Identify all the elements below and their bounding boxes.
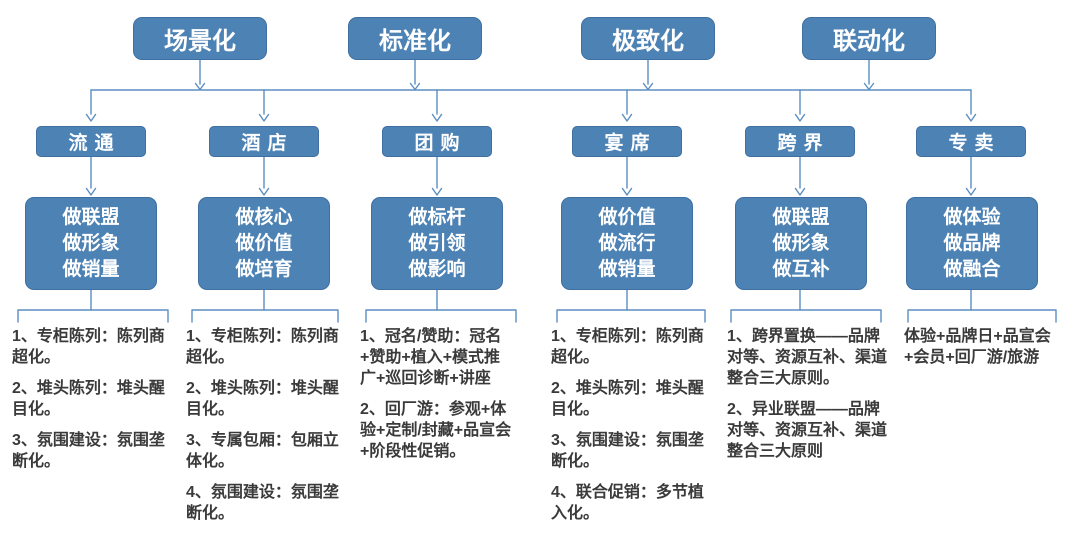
focus-line: 做体验 (943, 206, 1001, 228)
note-item: 3、氛围建设：氛围垄断化。 (12, 432, 165, 470)
note-item: 1、专柜陈列：陈列商超化。 (186, 328, 339, 366)
note-item: 2、回厂游：参观+体验+定制/封藏+品宣会+阶段性促销。 (360, 401, 512, 460)
note-item: 1、专柜陈列：陈列商超化。 (551, 328, 704, 366)
top-category-box: 标准化 (348, 17, 482, 60)
focus-line: 做引领 (408, 232, 466, 254)
notes-list: 1、专柜陈列：陈列商超化。 2、堆头陈列：堆头醒目化。 3、氛围建设：氛围垄断化… (551, 326, 705, 534)
note-item: 1、专柜陈列：陈列商超化。 (12, 328, 165, 366)
note-brackets (17, 309, 1057, 323)
top-category-box: 极致化 (581, 17, 715, 60)
focus-line: 做价值 (598, 206, 656, 228)
note-item: 2、堆头陈列：堆头醒目化。 (12, 380, 165, 418)
top-category-box: 场景化 (133, 17, 267, 60)
focus-line: 做联盟 (772, 206, 830, 228)
channel-box: 跨界 (745, 126, 855, 157)
notes-list: 体验+品牌日+品宣会+会员+回厂游/旅游 (904, 326, 1070, 378)
stub-lines (90, 289, 972, 311)
note-item: 体验+品牌日+品宣会+会员+回厂游/旅游 (904, 328, 1051, 366)
top-arrow-heads (194, 82, 875, 91)
top-category-box: 联动化 (802, 17, 936, 60)
note-item: 1、冠名/赞助：冠名+赞助+植入+模式推广+巡回诊断+讲座 (360, 328, 502, 387)
focus-line: 做核心 (235, 206, 293, 228)
focus-box: 做价值 做流行 做销量 (561, 197, 693, 290)
mid-arrow-heads (85, 187, 977, 196)
channel-box: 宴席 (572, 126, 682, 157)
channel-box: 流通 (36, 126, 146, 157)
note-item: 4、联合促销：多节植入化。 (551, 484, 704, 522)
channel-box: 专卖 (916, 126, 1026, 157)
channel-box: 团购 (382, 126, 492, 157)
focus-line: 做培育 (235, 258, 293, 280)
note-item: 4、氛围建设：氛围垄断化。 (186, 484, 339, 522)
notes-list: 1、跨界置换——品牌对等、资源互补、渠道整合三大原则。 2、异业联盟——品牌对等… (727, 326, 889, 472)
focus-line: 做影响 (408, 258, 466, 280)
note-item: 2、堆头陈列：堆头醒目化。 (551, 380, 704, 418)
mid-arrow-stems (90, 156, 972, 189)
drop-arrow-heads (85, 113, 977, 122)
focus-line: 做销量 (598, 258, 656, 280)
channel-box: 酒店 (209, 126, 319, 157)
focus-line: 做融合 (943, 258, 1001, 280)
focus-line: 做价值 (235, 232, 293, 254)
focus-line: 做联盟 (62, 206, 120, 228)
note-item: 2、异业联盟——品牌对等、资源互补、渠道整合三大原则 (727, 401, 888, 460)
focus-box: 做核心 做价值 做培育 (198, 197, 330, 290)
top-arrow-stems (199, 59, 870, 85)
notes-list: 1、专柜陈列：陈列商超化。 2、堆头陈列：堆头醒目化。 3、氛围建设：氛围垄断化… (12, 326, 166, 482)
drop-stems (90, 89, 972, 115)
focus-line: 做品牌 (943, 232, 1001, 254)
note-item: 2、堆头陈列：堆头醒目化。 (186, 380, 339, 418)
focus-box: 做联盟 做形象 做销量 (25, 197, 157, 290)
note-item: 1、跨界置换——品牌对等、资源互补、渠道整合三大原则。 (727, 328, 888, 387)
focus-line: 做标杆 (408, 206, 466, 228)
focus-box: 做标杆 做引领 做影响 (371, 197, 503, 290)
focus-line: 做形象 (772, 232, 830, 254)
focus-line: 做互补 (772, 258, 830, 280)
focus-box: 做体验 做品牌 做融合 (906, 197, 1038, 290)
note-item: 3、氛围建设：氛围垄断化。 (551, 432, 704, 470)
focus-line: 做流行 (598, 232, 656, 254)
focus-line: 做销量 (62, 258, 120, 280)
notes-list: 1、冠名/赞助：冠名+赞助+植入+模式推广+巡回诊断+讲座 2、回厂游：参观+体… (360, 326, 516, 472)
focus-line: 做形象 (62, 232, 120, 254)
notes-list: 1、专柜陈列：陈列商超化。 2、堆头陈列：堆头醒目化。 3、专属包厢：包厢立体化… (186, 326, 340, 534)
note-item: 3、专属包厢：包厢立体化。 (186, 432, 339, 470)
focus-box: 做联盟 做形象 做互补 (735, 197, 867, 290)
